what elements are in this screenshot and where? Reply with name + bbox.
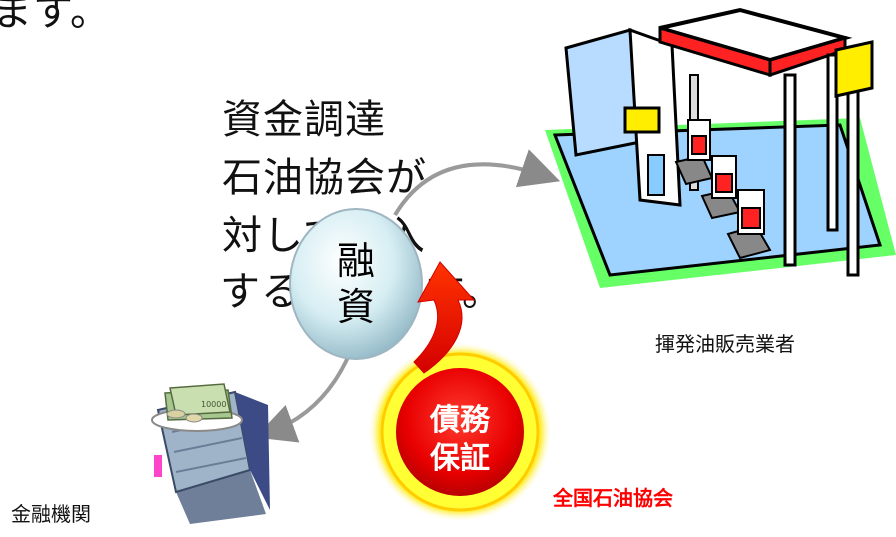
bank-building-illustration: 10000 xyxy=(151,383,270,524)
intro-line-0: ます。 xyxy=(0,0,111,35)
intro-line-2: 石油協会が xyxy=(222,155,427,201)
petroleum-association-label: 全国石油協会 xyxy=(553,486,673,510)
financial-institution-label: 金融機関 xyxy=(11,502,91,526)
arrow-to-station xyxy=(393,149,561,217)
gasoline-sales-business-label: 揮発油販売業者 xyxy=(655,332,795,356)
guarantee-arrow xyxy=(413,261,476,374)
financing-bubble: 融 資 xyxy=(289,208,423,360)
debt-guarantee-line-2: 保証 xyxy=(430,441,490,476)
gas-station-illustration xyxy=(545,7,896,288)
debt-guarantee-line-1: 債務 xyxy=(429,403,491,438)
bill-denomination: 10000 xyxy=(201,400,226,409)
financing-bubble-char-2: 資 xyxy=(337,285,375,329)
debt-guarantee-button: 債務 保証 xyxy=(368,342,552,522)
intro-line-1: 資金調達 xyxy=(222,97,386,143)
financing-bubble-char-1: 融 xyxy=(337,239,375,283)
